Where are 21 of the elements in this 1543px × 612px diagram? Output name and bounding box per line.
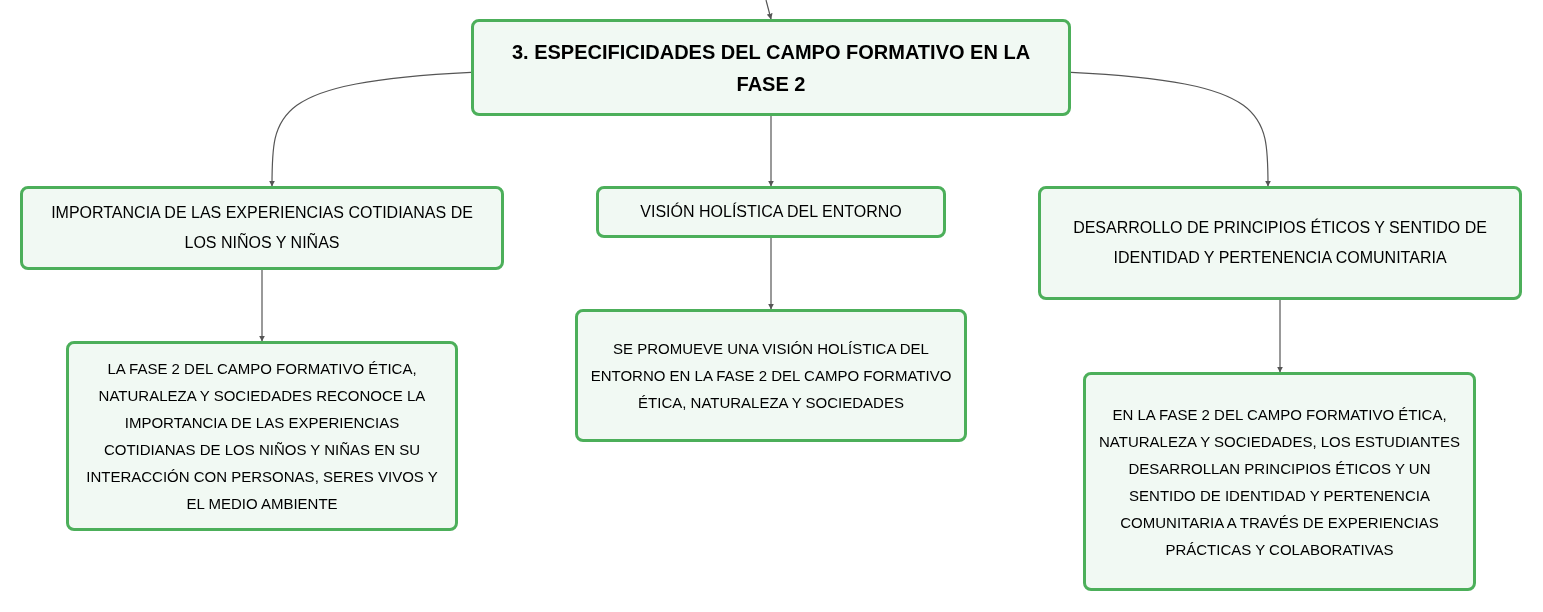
subtopic-box — [20, 186, 504, 270]
node-text: LA FASE 2 DEL CAMPO FORMATIVO ÉTICA, NATURALEZA Y SOCIEDADES RECONOCE LA IMPORTANCIA DE LAS EXPERIENCIAS COTIDIANAS DE LOS NIÑOS Y NIÑAS EN SU INTERACCIÓN CON PERSONAS, SERES VIVOS Y EL MEDIO AMBIENTE — [85, 359, 439, 514]
connector-arrow — [768, 237, 774, 310]
subtopic-box — [66, 341, 458, 531]
subtopic-box — [1038, 186, 1522, 300]
topic-title: 3. ESPECIFICIDADES DEL CAMPO FORMATIVO EN LA FASE 2 — [510, 39, 1032, 97]
subtopic-box — [1083, 372, 1476, 591]
connector-arrow — [1277, 299, 1283, 373]
connector-arrow — [259, 269, 265, 342]
subtopic-box — [575, 309, 967, 442]
node-text: VISIÓN HOLÍSTICA DEL ENTORNO — [640, 201, 902, 222]
subtopic-box — [596, 186, 946, 238]
connector-arrow — [768, 115, 774, 187]
node-text: IMPORTANCIA DE LAS EXPERIENCIAS COTIDIANAS DE LOS NIÑOS Y NIÑAS — [50, 203, 474, 253]
node-text: SE PROMUEVE UNA VISIÓN HOLÍSTICA DEL ENTORNO EN LA FASE 2 DEL CAMPO FORMATIVO ÉTICA, NATURALEZA Y SOCIEDADES — [590, 339, 952, 413]
node-text: DESARROLLO DE PRINCIPIOS ÉTICOS Y SENTIDO DE IDENTIDAD Y PERTENENCIA COMUNITARIA — [1072, 217, 1488, 268]
connector-arrow — [269, 71, 472, 187]
node-text: EN LA FASE 2 DEL CAMPO FORMATIVO ÉTICA, NATURALEZA Y SOCIEDADES, LOS ESTUDIANTES DESARROLLAN PRINCIPIOS ÉTICOS Y UN SENTIDO DE IDENTIDAD Y PERTENENCIA COMUNITARIA A TRAVÉS DE EXPERIENCIAS PRÁCTICAS Y COLABORATIVAS — [1098, 404, 1461, 560]
connector-arrow — [765, 0, 773, 20]
connector-arrow — [1070, 71, 1271, 187]
topic-box — [471, 19, 1071, 116]
